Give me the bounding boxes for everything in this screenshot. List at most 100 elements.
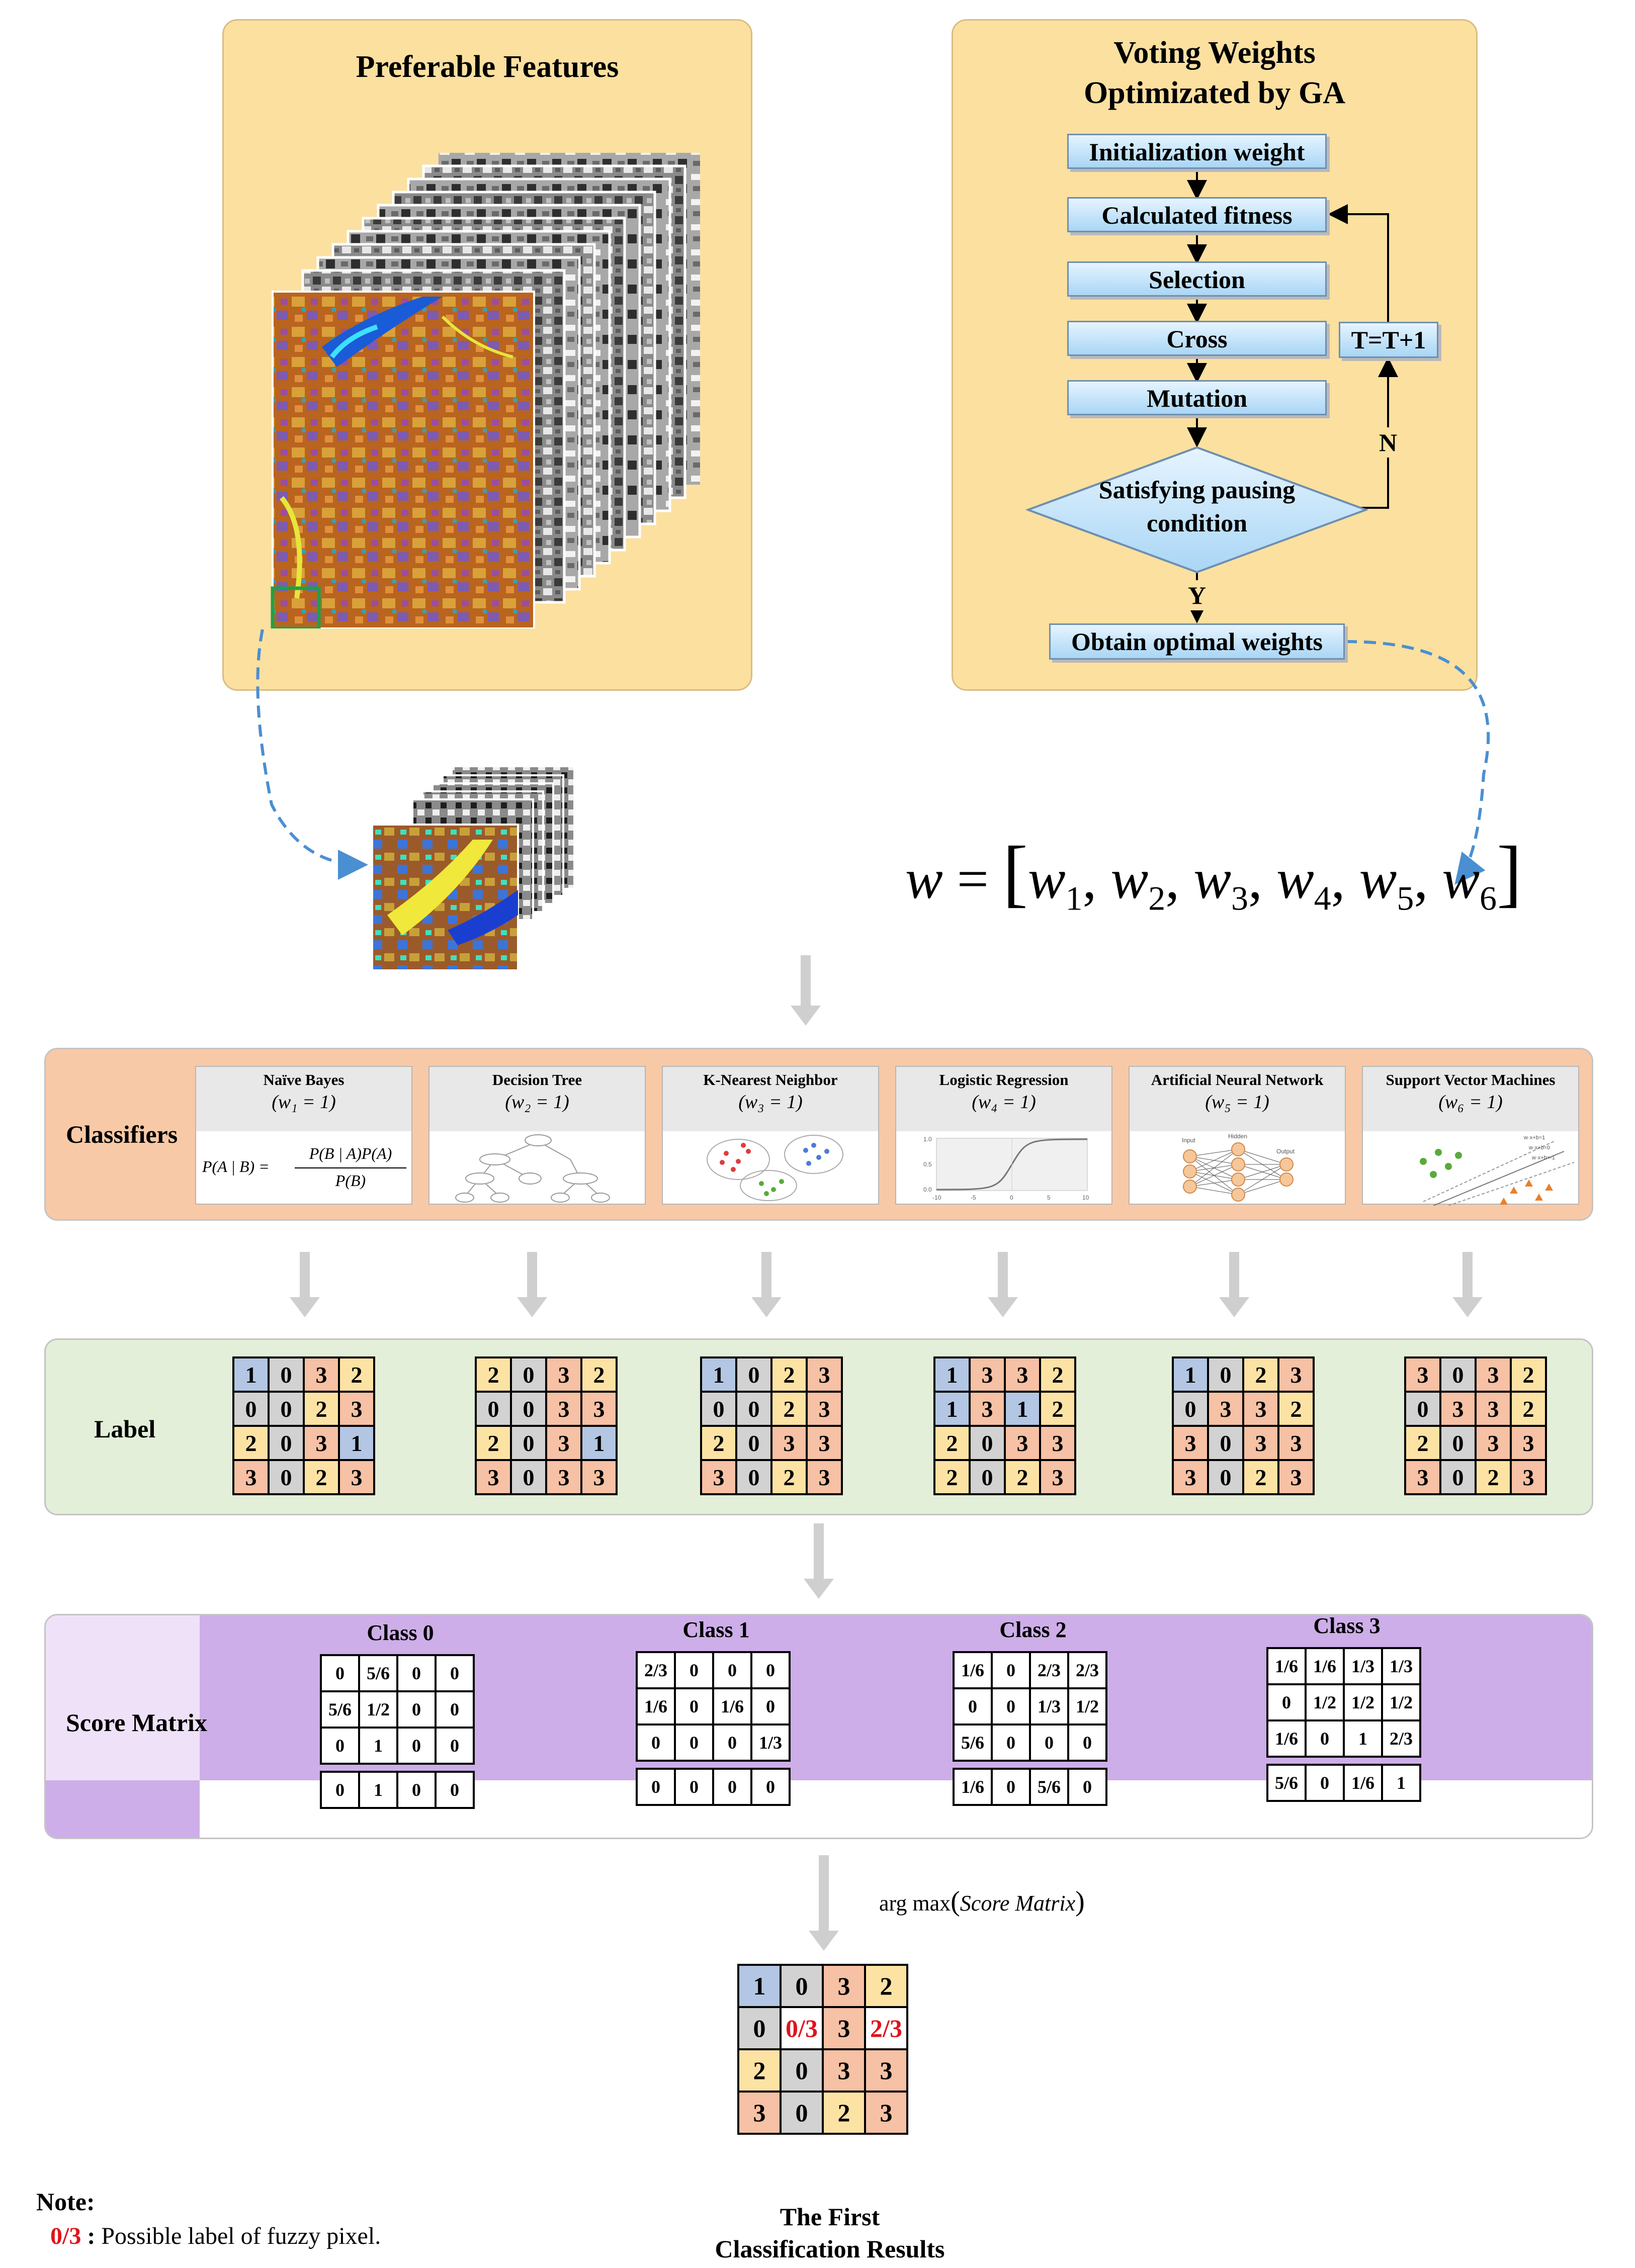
ga-title-line1: Voting Weights (1113, 36, 1316, 70)
matrix-cell: 0 (1440, 1357, 1476, 1392)
matrix-cell: 0 (738, 2007, 781, 2049)
matrix-cell: 0 (269, 1392, 304, 1426)
formula-weight-symbol: w (1110, 848, 1149, 911)
matrix-cell: 0 (970, 1426, 1005, 1460)
matrix-cell: 2 (738, 2049, 781, 2092)
matrix-cell: 0 (321, 1772, 359, 1808)
matrix-cell: 0 (397, 1691, 436, 1728)
matrix-cell: 3 (304, 1357, 339, 1392)
note-key: 0/3 (50, 2223, 81, 2249)
matrix-cell: 0 (397, 1728, 436, 1764)
matrix-cell: 3 (1005, 1426, 1040, 1460)
matrix-cell: 1 (738, 1965, 781, 2007)
matrix-cell: 5/6 (1267, 1765, 1306, 1801)
matrix-cell: 0 (436, 1728, 474, 1764)
matrix-cell: 3 (546, 1392, 581, 1426)
ga-step-initialization: Initialization weight (1067, 134, 1327, 169)
formula-weight-symbol: w (1027, 848, 1066, 911)
matrix-cell: 3 (1476, 1426, 1511, 1460)
matrix-cell: 2/3 (865, 2007, 907, 2049)
matrix-cell: 1 (339, 1426, 374, 1460)
matrix-cell: 0 (1068, 1725, 1106, 1761)
matrix-cell: 3 (807, 1460, 842, 1494)
matrix-cell: 3 (1040, 1426, 1075, 1460)
formula-weight-symbol: w (1442, 848, 1480, 911)
matrix-cell: 1/6 (1267, 1648, 1306, 1684)
matrix-cell: 3 (476, 1460, 511, 1494)
nn-layer-label: Input (1182, 1137, 1195, 1144)
matrix-cell: 3 (1511, 1460, 1546, 1494)
matrix-cell: 5/6 (321, 1691, 359, 1728)
matrix-cell: 0 (1068, 1769, 1106, 1805)
matrix-cell: 3 (1278, 1460, 1314, 1494)
formula-comma: , (1331, 848, 1359, 911)
matrix-cell: 0 (269, 1426, 304, 1460)
matrix-cell: 2/3 (637, 1652, 675, 1688)
result-title-line1: The First (780, 2203, 880, 2231)
card-weight: (w₅ = 1) (1205, 1092, 1269, 1113)
matrix-cell: 0 (1306, 1765, 1344, 1801)
matrix-cell: 2/3 (1030, 1652, 1068, 1688)
score-class-title: Class 2 (999, 1617, 1067, 1642)
card-logistic-regression: Logistic Regression(w₄ = 1) 1.0 0.5 0.0 … (895, 1066, 1112, 1205)
matrix-cell: 1/6 (1306, 1648, 1344, 1684)
logistic-tick-x: 0 (1010, 1194, 1013, 1201)
matrix-cell: 3 (771, 1426, 807, 1460)
matrix-cell: 0 (781, 2049, 823, 2092)
logistic-tick-y-top: 1.0 (923, 1136, 932, 1143)
matrix-cell: 1 (934, 1357, 970, 1392)
matrix-cell: 2 (1476, 1460, 1511, 1494)
matrix-cell: 3 (1173, 1460, 1208, 1494)
matrix-cell: 1 (233, 1357, 269, 1392)
formula-bracket-close: ] (1497, 831, 1522, 915)
bayes-fraction-bar (295, 1167, 406, 1168)
matrix-cell: 0 (701, 1392, 736, 1426)
card-title: Decision Tree (492, 1071, 582, 1088)
formula-comma: , (1165, 848, 1194, 911)
result-title-line2: Classification Results (715, 2235, 945, 2263)
note-line: 0/3 : Possible label of fuzzy pixel. (50, 2222, 381, 2250)
matrix-cell: 2 (1040, 1392, 1075, 1426)
matrix-cell: 0 (675, 1725, 713, 1761)
matrix-cell: 0 (992, 1769, 1030, 1805)
matrix-cell: 3 (1405, 1460, 1440, 1494)
matrix-cell: 1/6 (1267, 1720, 1306, 1757)
svm-margin-eq: w·x+b=0 (1528, 1145, 1550, 1151)
matrix-cell: 1/3 (1344, 1648, 1382, 1684)
matrix-cell: 0 (321, 1655, 359, 1691)
flow-arrows-gray (290, 955, 1483, 1951)
argmax-arg: Score Matrix (960, 1891, 1076, 1916)
matrix-cell: 0 (436, 1691, 474, 1728)
matrix-cell: 3 (1405, 1357, 1440, 1392)
sample-region-marker (271, 586, 321, 628)
weight-vector-formula: w = [w1, w2, w3, w4, w5, w6] (905, 830, 1522, 918)
matrix-cell: 2 (934, 1460, 970, 1494)
matrix-cell: 0 (736, 1426, 771, 1460)
matrix-cell: 3 (546, 1426, 581, 1460)
matrix-cell: 3 (1040, 1460, 1075, 1494)
card-title: Naïve Bayes (263, 1071, 345, 1088)
ga-decision-line2: condition (1146, 509, 1248, 537)
formula-weight-index: 4 (1314, 879, 1331, 918)
matrix-cell: 3 (304, 1426, 339, 1460)
matrix-cell: 1/3 (751, 1725, 790, 1761)
matrix-cell: 3 (1511, 1426, 1546, 1460)
bayes-numerator: P(B | A)P(A) (309, 1144, 392, 1162)
matrix-cell: 0 (1208, 1357, 1243, 1392)
nn-layer-label: Hidden (1228, 1133, 1247, 1140)
matrix-cell: 0 (675, 1688, 713, 1725)
matrix-cell: 3 (1173, 1426, 1208, 1460)
matrix-cell: 3 (970, 1392, 1005, 1426)
ga-step-selection: Selection (1067, 261, 1327, 297)
matrix-cell: 3 (823, 2049, 865, 2092)
matrix-cell: 0 (436, 1772, 474, 1808)
matrix-cell: 1/2 (359, 1691, 397, 1728)
matrix-cell: 3 (1005, 1357, 1040, 1392)
matrix-cell: 2 (934, 1426, 970, 1460)
matrix-cell: 1 (1382, 1765, 1420, 1801)
argmax-close: ) (1075, 1886, 1085, 1917)
card-weight: (w₃ = 1) (738, 1092, 803, 1113)
